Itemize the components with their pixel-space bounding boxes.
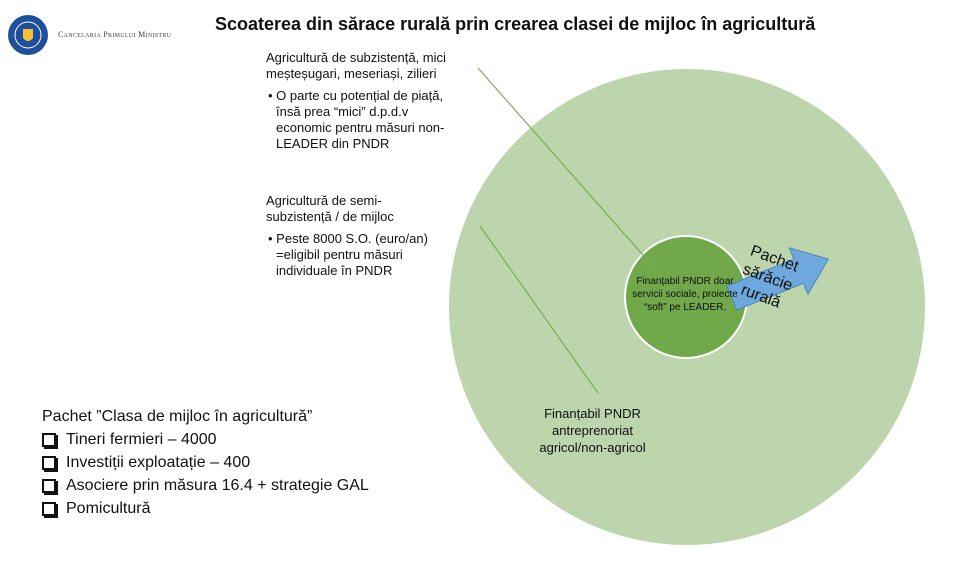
- bullet-text: O parte cu potențial de piață, însă prea…: [276, 88, 445, 151]
- item-text: Tineri fermieri – 4000: [66, 431, 217, 448]
- inner-circle-text: Finanțabil PNDR doar servicii sociale, p…: [632, 276, 738, 313]
- package-list: Pachet ”Clasa de mijloc în agricultură” …: [42, 405, 369, 520]
- item-text: Pomicultură: [66, 500, 151, 517]
- connector-line-semi: [479, 225, 599, 394]
- government-logo: [8, 15, 48, 55]
- slide-title: Scoaterea din sărace rurală prin crearea…: [215, 14, 816, 34]
- checkbox-icon: [42, 478, 56, 493]
- checkbox-icon: [42, 501, 56, 516]
- label-bullet: • O parte cu potențial de piață, însă pr…: [268, 88, 445, 151]
- label-heading: Agricultură de subzistență, mici meșteșu…: [266, 50, 446, 81]
- list-item: Tineri fermieri – 4000: [42, 428, 369, 451]
- outer-circle-text: Finanțabil PNDR antreprenoriat agricol/n…: [539, 406, 646, 455]
- checkbox-icon: [42, 455, 56, 470]
- item-text: Asociere prin măsura 16.4 + strategie GA…: [66, 477, 369, 494]
- arrow-shape: [726, 247, 830, 311]
- checkbox-icon: [42, 432, 56, 447]
- connector-line-subsistence: [477, 67, 673, 289]
- bullet-text: Peste 8000 S.O. (euro/an) =eligibil pent…: [276, 231, 428, 278]
- item-text: Investiții exploatație – 400: [66, 454, 251, 471]
- label-bullet: • Peste 8000 S.O. (euro/an) =eligibil pe…: [268, 231, 428, 278]
- package-title: Pachet ”Clasa de mijloc în agricultură”: [42, 408, 313, 425]
- label-semi: Agricultură de semi-subzistență / de mij…: [266, 193, 436, 279]
- label-heading: Agricultură de semi-subzistență / de mij…: [266, 193, 394, 224]
- list-item: Investiții exploatație – 400: [42, 451, 369, 474]
- label-subsistence: Agricultură de subzistență, mici meșteșu…: [266, 50, 456, 152]
- list-item: Asociere prin măsura 16.4 + strategie GA…: [42, 474, 369, 497]
- list-item: Pomicultură: [42, 497, 369, 520]
- org-name: Cancelaria Primului Ministru: [58, 30, 172, 39]
